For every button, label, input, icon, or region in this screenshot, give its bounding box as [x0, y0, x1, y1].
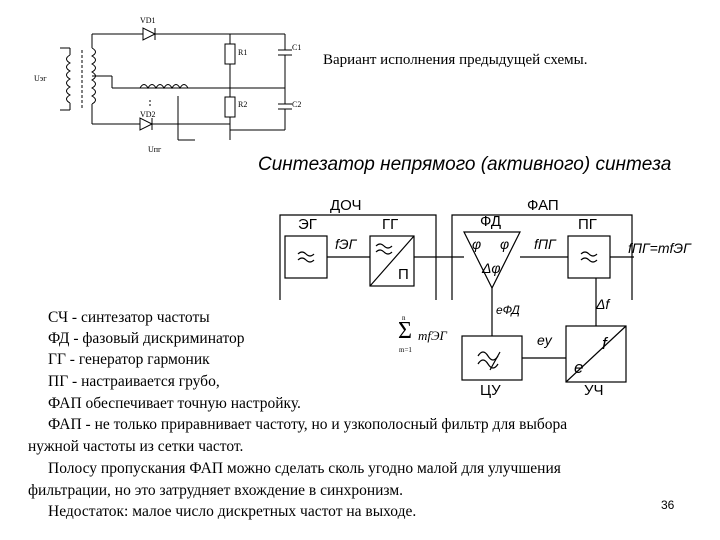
fd-block — [463, 231, 521, 290]
uch-f-label: f — [602, 334, 607, 353]
gg-block — [369, 235, 415, 287]
fd-label: ФД — [480, 213, 502, 230]
output-frequency-label: fПГ=mfЭГ — [628, 240, 691, 256]
diagram-title: Синтезатор непрямого (активного) синтеза — [258, 154, 672, 175]
fap-label: ФАП — [527, 197, 559, 214]
f-eg-label: fЭГ — [335, 236, 357, 252]
phi-input-2: φ — [500, 236, 510, 252]
pg-approx-symbol — [580, 251, 598, 263]
tsu-filter-symbol — [477, 351, 499, 361]
uch-label: УЧ — [584, 382, 604, 399]
top-caption: Вариант исполнения предыдущей схемы. — [323, 52, 588, 68]
paragraph-line: Недостаток: малое число дискретных часто… — [48, 503, 417, 520]
vd2-diode — [139, 117, 154, 131]
eg-label: ЭГ — [298, 216, 317, 233]
reference-coil — [139, 84, 189, 90]
c2-label: C2 — [292, 100, 302, 109]
gg-approx-symbol — [375, 243, 393, 255]
doch-label: ДОЧ — [330, 197, 362, 214]
gg-label: ГГ — [382, 216, 399, 233]
e-y-label: eу — [537, 332, 552, 348]
gg-diagonal — [369, 235, 415, 287]
vd1-label: VD1 — [140, 16, 156, 25]
delta-phi-label: Δφ — [482, 260, 501, 276]
legend-line: ФАП обеспечивает точную настройку. — [48, 395, 301, 412]
legend-line: ПГ - настраивается грубо, — [48, 373, 220, 390]
vd1-diode — [142, 27, 157, 41]
eg-block — [284, 235, 328, 279]
p-label: П — [398, 266, 409, 283]
paragraph-line: ФАП - не только приравнивает частоту, но… — [48, 416, 568, 433]
e-fd-label: eФД — [496, 303, 520, 317]
f-pg-label: fПГ — [534, 236, 556, 252]
eg-approx-symbol — [297, 251, 315, 263]
r2-label: R2 — [238, 100, 248, 109]
delta-f-label: Δf — [596, 296, 610, 312]
paragraph-line: нужной частоты из сетки частот. — [28, 438, 244, 455]
pg-label: ПГ — [578, 216, 597, 233]
page-number: 36 — [661, 498, 675, 512]
sum-lower-limit: m=1 — [399, 346, 412, 354]
uch-diagonal — [565, 325, 627, 383]
pg-block — [567, 235, 611, 279]
legend-line: ГГ - генератор гармоник — [48, 351, 210, 368]
r1-resistor — [224, 43, 236, 65]
paragraph-line: фильтрации, но это затрудняет вхождение … — [28, 482, 404, 499]
c1-label: C1 — [292, 43, 302, 52]
r1-label: R1 — [238, 48, 248, 57]
r2-resistor — [224, 96, 236, 118]
phi-input-1: φ — [472, 236, 482, 252]
sum-body: mfЭГ — [418, 328, 447, 343]
sum-upper-limit: n — [402, 314, 406, 322]
tsu-label: ЦУ — [480, 382, 501, 399]
u-pg-label: Uпг — [148, 145, 162, 154]
sum-sign: Σ — [398, 318, 412, 344]
uch-e-label: e — [574, 358, 584, 377]
legend-line: ФД - фазовый дискриминатор — [48, 330, 245, 347]
tsu-block — [461, 335, 523, 381]
legend-line: СЧ - синтезатор частоты — [48, 309, 210, 326]
vd2-label: VD2 — [140, 110, 156, 119]
paragraph-line: Полосу пропускания ФАП можно сделать ско… — [48, 460, 561, 477]
u-eg-label: Uэг — [34, 74, 47, 83]
input-coil-primary — [66, 54, 72, 104]
